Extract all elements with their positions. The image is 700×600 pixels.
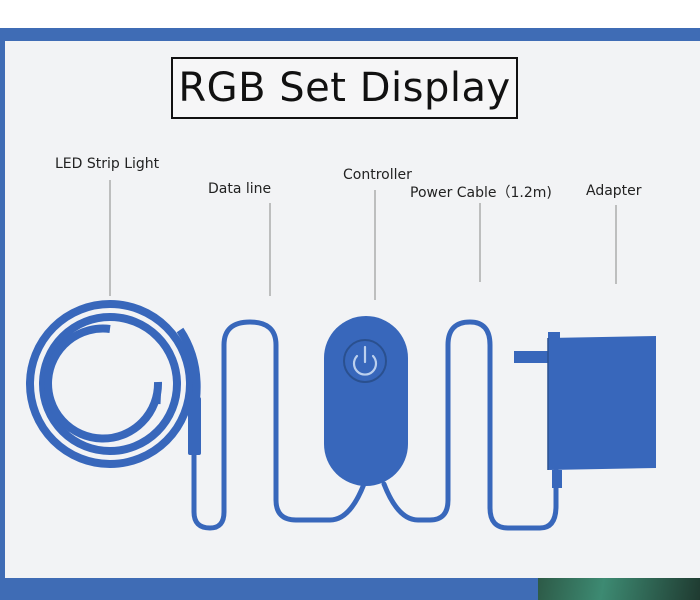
coil-inner-ring — [44, 324, 163, 443]
title-box: RGB Set Display — [171, 57, 518, 119]
controller-button-ring — [343, 339, 387, 383]
coil-middle-ring — [39, 313, 181, 455]
adapter-cable-strain-relief — [552, 470, 562, 488]
label-led-strip: LED Strip Light — [55, 156, 160, 172]
power-icon — [352, 345, 378, 376]
label-adapter: Adapter — [586, 183, 642, 199]
cable-path — [191, 319, 559, 531]
coil-inner-tail — [153, 382, 162, 405]
diagram-panel — [5, 41, 700, 578]
coil-outer-ring — [26, 300, 194, 468]
led-strip-coil — [26, 300, 201, 468]
frame-left-border — [0, 28, 5, 580]
leader-lines — [109, 180, 617, 300]
label-controller: Controller — [343, 167, 412, 183]
coil-lead — [176, 327, 201, 401]
adapter-body — [548, 336, 656, 470]
frame-bottom-border — [0, 578, 700, 600]
adapter-plug-prong — [514, 351, 552, 363]
strip-connector — [188, 397, 201, 455]
corner-decoration — [538, 578, 700, 600]
label-data-line: Data line — [208, 181, 272, 197]
controller-body — [324, 316, 408, 486]
label-power-cable: Power Cable（1.2m) — [410, 185, 552, 201]
frame-top-border — [0, 28, 700, 41]
top-margin — [0, 0, 700, 28]
page-title: RGB Set Display — [178, 65, 511, 111]
